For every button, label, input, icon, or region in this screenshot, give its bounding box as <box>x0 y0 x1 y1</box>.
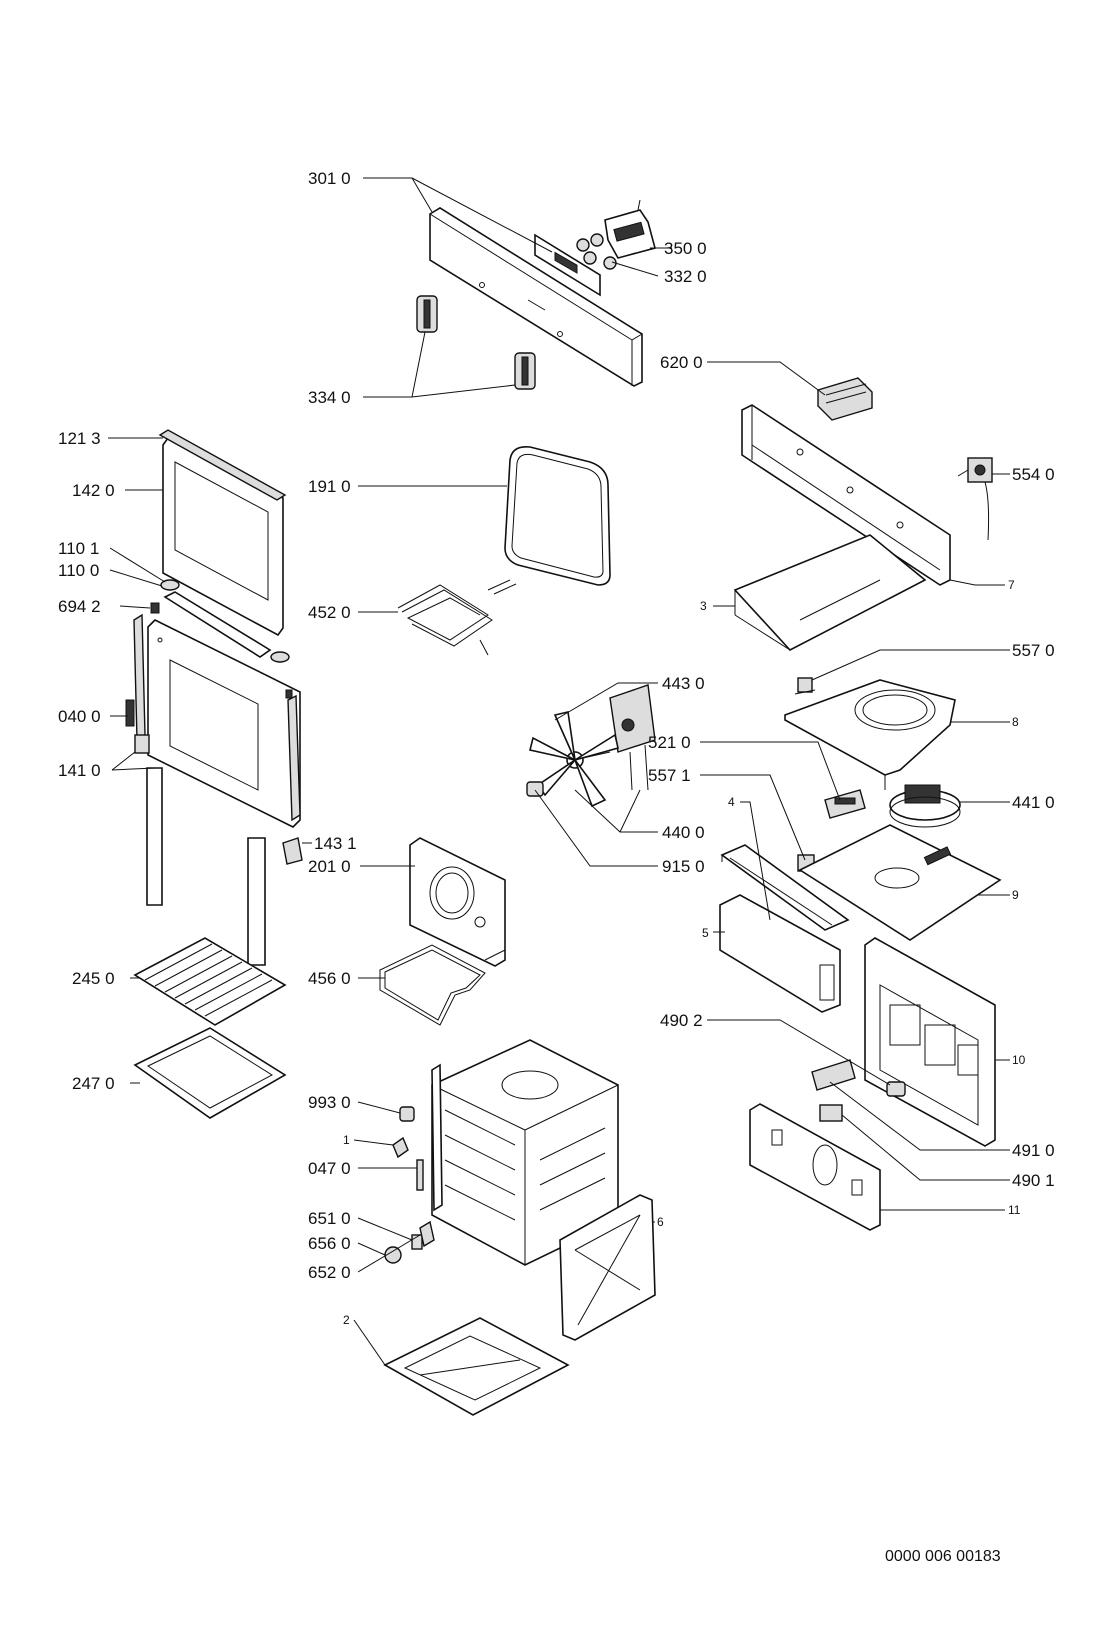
part-nut <box>526 781 544 797</box>
label-121-3: 121 3 <box>58 429 101 448</box>
label-245-0: 245 0 <box>72 969 115 988</box>
label-7: 7 <box>1008 578 1015 592</box>
part-sensor-top <box>794 677 816 695</box>
label-491-0: 491 0 <box>1012 1141 1055 1160</box>
label-247-0: 247 0 <box>72 1074 115 1093</box>
label-656-0: 656 0 <box>308 1234 351 1253</box>
label-443-0: 443 0 <box>662 674 705 693</box>
label-440-0: 440 0 <box>662 823 705 842</box>
part-baking-tray <box>133 1027 287 1119</box>
part-fan-guard <box>409 837 506 967</box>
label-652-0: 652 0 <box>308 1263 351 1282</box>
part-inner-door <box>147 619 301 828</box>
part-terminal-block <box>817 377 873 421</box>
label-651-0: 651 0 <box>308 1209 351 1228</box>
label-557-0: 557 0 <box>1012 641 1055 660</box>
label-350-0: 350 0 <box>664 239 707 258</box>
label-3: 3 <box>700 599 707 613</box>
label-452-0: 452 0 <box>308 603 351 622</box>
label-6: 6 <box>657 1215 664 1229</box>
part-door-strips <box>146 767 266 966</box>
part-clip <box>150 602 160 614</box>
label-047-0: 047 0 <box>308 1159 351 1178</box>
part-fan-motor <box>609 684 656 791</box>
part-back-cover <box>749 1103 881 1231</box>
part-door-side-strip <box>285 689 301 822</box>
part-wire-rack <box>133 937 287 1026</box>
part-fan-unit <box>889 784 961 828</box>
label-456-0: 456 0 <box>308 969 351 988</box>
label-040-0: 040 0 <box>58 707 101 726</box>
label-521-0: 521 0 <box>648 733 691 752</box>
part-bottom-panel <box>383 1317 570 1416</box>
label-201-0: 201 0 <box>308 857 351 876</box>
part-fan-blade <box>529 711 619 808</box>
label-332-0: 332 0 <box>664 267 707 286</box>
part-top-trim <box>158 429 287 501</box>
part-side-panel <box>559 1194 656 1341</box>
part-control-panel <box>429 207 643 387</box>
label-110-0: 110 0 <box>58 561 99 580</box>
label-441-0: 441 0 <box>1012 793 1055 812</box>
part-knobs-large <box>416 295 536 390</box>
part-bottom-plate <box>798 824 1002 941</box>
part-thermostat <box>957 457 993 541</box>
label-557-1: 557 1 <box>648 766 691 785</box>
part-door-clip <box>282 837 303 865</box>
part-top-plate <box>733 534 927 651</box>
label-8: 8 <box>1012 715 1019 729</box>
part-labels: 301 0 350 0 332 0 334 0 620 0 121 3 142 … <box>58 169 1055 1327</box>
label-301-0: 301 0 <box>308 169 351 188</box>
label-110-1: 110 1 <box>58 539 99 558</box>
part-circular-element <box>379 944 506 1026</box>
part-electronic-module <box>604 199 656 259</box>
label-11: 11 <box>1008 1203 1021 1217</box>
label-334-0: 334 0 <box>308 388 351 407</box>
part-channel <box>720 844 850 931</box>
part-switch <box>824 789 866 819</box>
label-191-0: 191 0 <box>308 477 351 496</box>
part-fan-cover-plate <box>784 679 956 790</box>
document-code: 0000 006 00183 <box>885 1548 1001 1565</box>
label-141-0: 141 0 <box>58 761 101 780</box>
label-4: 4 <box>728 795 735 809</box>
part-hinge-brackets <box>160 579 290 663</box>
label-142-0: 142 0 <box>72 481 115 500</box>
part-oven-cavity <box>431 1039 619 1266</box>
label-620-0: 620 0 <box>660 353 703 372</box>
label-143-1: 143 1 <box>314 834 357 853</box>
part-small-items <box>384 1106 435 1264</box>
leader-lines <box>108 177 1010 1366</box>
label-490-2: 490 2 <box>660 1011 703 1030</box>
part-side-bracket <box>719 894 841 1013</box>
label-490-1: 490 1 <box>1012 1171 1055 1190</box>
part-rear-panel <box>864 937 996 1147</box>
label-10: 10 <box>1012 1053 1026 1067</box>
part-door-seal <box>504 445 611 586</box>
part-small-cap <box>886 1081 906 1097</box>
label-694-2: 694 2 <box>58 597 101 616</box>
label-554-0: 554 0 <box>1012 465 1055 484</box>
part-knobs-small <box>576 233 617 270</box>
part-grill-element <box>397 579 517 656</box>
label-2: 2 <box>343 1313 350 1327</box>
label-9: 9 <box>1012 888 1019 902</box>
label-993-0: 993 0 <box>308 1093 351 1112</box>
part-component <box>819 1104 843 1122</box>
part-terminal <box>811 1059 856 1091</box>
label-5: 5 <box>702 926 709 940</box>
label-1: 1 <box>343 1133 350 1147</box>
part-hinge-left <box>125 613 150 754</box>
label-915-0: 915 0 <box>662 857 705 876</box>
